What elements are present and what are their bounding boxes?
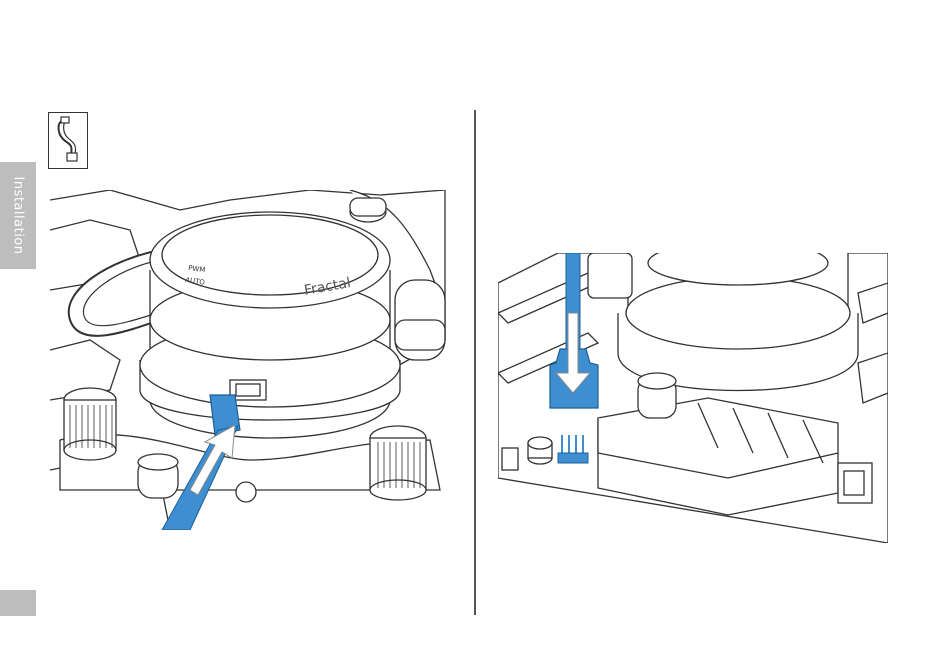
section-tab: Installation [0, 162, 36, 269]
motherboard-header-illustration [498, 253, 888, 543]
section-tab-label: Installation [11, 176, 26, 254]
cable-icon-box [48, 112, 88, 169]
cable-icon [49, 113, 87, 168]
column-divider [474, 110, 476, 615]
fan-header [558, 453, 588, 463]
pump-connection-illustration: PWM AUTO Fractal [50, 190, 450, 530]
page-number-tab [0, 590, 36, 616]
